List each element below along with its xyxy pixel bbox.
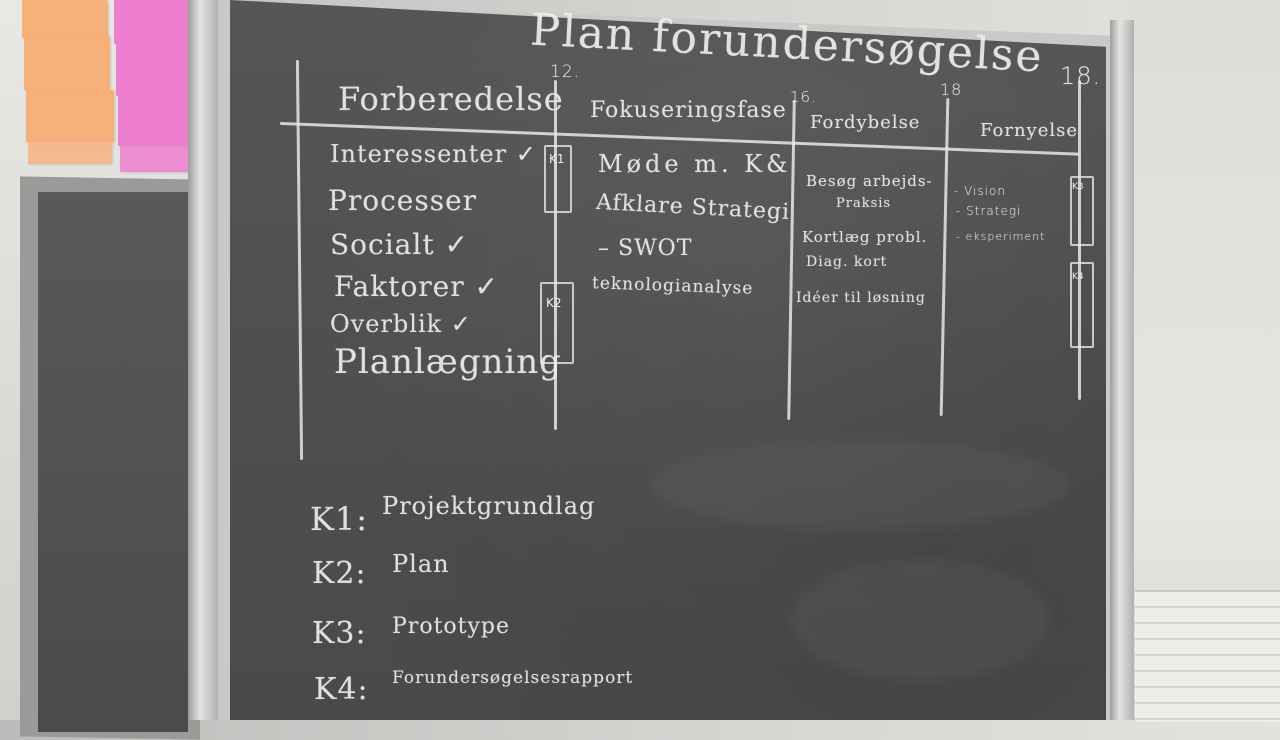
phase-item: Interessenter ✓ [330,140,537,168]
sticky-note [120,146,190,172]
milestone-label: K1 [549,152,565,166]
milestone-label: K4 [1072,272,1084,282]
legend-text: Plan [392,550,450,578]
legend-text: Prototype [392,614,511,639]
legend-key: K1: [310,500,369,538]
sticky-note [28,142,112,164]
phase-item: Besøg arbejds- [806,172,933,190]
milestone-box-k2 [540,282,574,364]
phase-item: Overblik ✓ [330,310,472,338]
phase-item: Praksis [836,196,892,211]
frame-post-left [188,0,218,720]
milestone-label: K3 [1072,182,1084,192]
week-number: 12. [550,62,581,82]
phase-item: - Strategi [956,204,1022,218]
phase-item: Faktorer ✓ [334,270,499,303]
sticky-note [22,0,108,38]
column-divider [1078,80,1081,400]
phase-item: Socialt ✓ [330,228,469,261]
column-header-fokusering: Fokuseringsfase [590,98,787,123]
legend-key: K2: [312,556,367,591]
phase-item: - Vision [954,184,1006,198]
legend-key: K3: [312,616,367,651]
milestone-box-k1 [544,145,572,213]
chalkboard [230,0,1106,720]
background-chalkboard [38,192,188,732]
phase-item: – SWOT [598,236,693,261]
milestone-box-k4 [1070,262,1094,348]
column-divider [554,80,557,430]
phase-item: Møde m. K& [598,150,792,178]
legend-text: Forundersøgelsesrapport [392,668,634,688]
sticky-note [118,96,190,146]
sticky-note [116,44,190,96]
phase-item: Diag. kort [806,254,888,270]
milestone-box-k3 [1070,176,1094,246]
column-header-fordybelse: Fordybelse [810,112,921,133]
phase-item: Processer [328,184,478,217]
week-number: 16. [790,88,817,106]
frame-post-right [1110,20,1134,720]
phase-item: - eksperiment [956,230,1046,243]
milestone-label: K2 [546,296,562,310]
week-number: 18 [940,80,963,99]
column-header-forberedelse: Forberedelse [338,80,564,118]
sticky-note [24,36,110,90]
phase-item: Kortlæg probl. [802,228,928,246]
legend-text: Projektgrundlag [382,492,596,520]
sticky-note [114,0,188,44]
phase-item: Planlægning [334,342,562,382]
column-header-fornyelse: Fornyelse [980,120,1079,141]
phase-item: Idéer til løsning [796,290,926,306]
legend-key: K4: [314,672,369,707]
sticky-note [26,90,114,142]
radiator [1135,590,1280,722]
